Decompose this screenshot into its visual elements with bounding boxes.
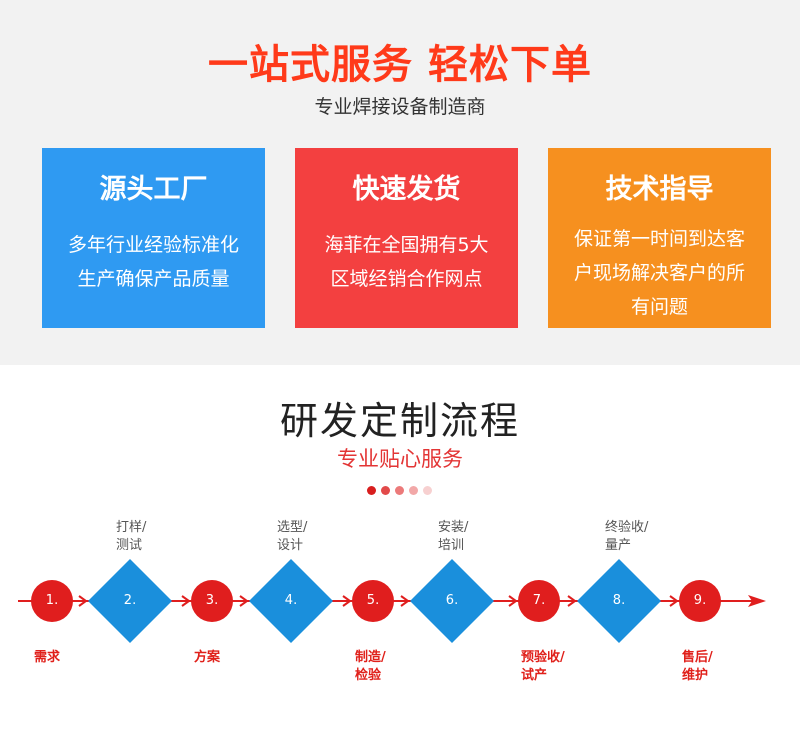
dot	[381, 486, 390, 495]
step-label-line: 检验	[355, 668, 382, 683]
step-diamond	[88, 559, 172, 643]
arrow-head-icon	[748, 595, 766, 607]
step-label-line: 制造/	[355, 650, 386, 665]
card-line: 海菲在全国拥有5大	[324, 234, 489, 256]
step-circle	[31, 580, 73, 622]
step-number: 9.	[693, 593, 707, 608]
feature-card-tech-support: 技术指导 保证第一时间到达客 户现场解决客户的所 有问题	[548, 148, 771, 328]
step-label-line: 需求	[34, 650, 61, 665]
step-label: 售后/维护	[682, 649, 713, 685]
step-diamond	[249, 559, 333, 643]
step-label-line: 终验收/	[605, 520, 649, 535]
step-circle	[191, 580, 233, 622]
card-line: 户现场解决客户的所	[573, 262, 745, 284]
page-subtitle: 专业焊接设备制造商	[314, 96, 486, 118]
card-text: 海菲在全国拥有5大 区域经销合作网点	[295, 228, 518, 296]
chevron-right-icon	[78, 595, 88, 607]
dot	[423, 486, 432, 495]
step-label-line: 培训	[438, 538, 465, 553]
step-label-line: 试产	[521, 668, 548, 683]
feature-card-shipping: 快速发货 海菲在全国拥有5大 区域经销合作网点	[295, 148, 518, 328]
card-title: 快速发货	[352, 174, 461, 205]
step-label: 制造/检验	[355, 649, 386, 685]
step-label-line: 测试	[116, 538, 143, 553]
step-circle	[518, 580, 560, 622]
chevron-right-icon	[342, 595, 352, 607]
step-label-line: 打样/	[116, 520, 147, 535]
step-label: 终验收/量产	[605, 519, 648, 555]
step-number: 5.	[366, 593, 380, 608]
step-number: 8.	[612, 593, 626, 608]
card-text: 多年行业经验标准化 生产确保产品质量	[42, 228, 265, 296]
chevron-right-icon	[508, 595, 518, 607]
step-number: 1.	[45, 593, 59, 608]
step-label-line: 设计	[277, 538, 304, 553]
step-number: 3.	[205, 593, 219, 608]
process-title: 研发定制流程	[279, 399, 520, 443]
card-line: 保证第一时间到达客	[573, 228, 745, 250]
step-number: 6.	[445, 593, 459, 608]
step-label-line: 售后/	[682, 650, 713, 665]
dot	[409, 486, 418, 495]
step-label: 预验收/试产	[521, 649, 565, 685]
chevron-right-icon	[239, 595, 249, 607]
step-label: 需求	[34, 649, 60, 667]
card-line: 区域经销合作网点	[330, 268, 483, 290]
card-title: 技术指导	[605, 174, 714, 205]
step-circle	[352, 580, 394, 622]
step-label-line: 选型/	[277, 520, 308, 535]
card-title: 源头工厂	[99, 174, 208, 205]
step-circle	[679, 580, 721, 622]
step-label-line: 方案	[194, 650, 221, 665]
dot	[395, 486, 404, 495]
step-number: 4.	[284, 593, 298, 608]
page-title: 一站式服务 轻松下单	[208, 42, 592, 88]
dot	[367, 486, 376, 495]
step-number: 2.	[123, 593, 137, 608]
step-diamond	[577, 559, 661, 643]
card-line: 多年行业经验标准化	[67, 234, 239, 256]
chevron-right-icon	[400, 595, 410, 607]
chevron-right-icon	[181, 595, 191, 607]
step-diamond	[410, 559, 494, 643]
card-line: 生产确保产品质量	[77, 268, 230, 290]
feature-card-factory: 源头工厂 多年行业经验标准化 生产确保产品质量	[42, 148, 265, 328]
step-label-line: 安装/	[438, 520, 469, 535]
step-label-line: 维护	[682, 668, 709, 683]
step-label: 方案	[194, 649, 220, 667]
step-label-line: 预验收/	[521, 650, 565, 665]
step-label-line: 量产	[605, 538, 632, 553]
process-flow-graphic	[18, 559, 766, 643]
process-flow: 1. 需求 2. 打样/测试 3. 方案 4. 选型/设计 5. 制造/检验 6. 安装/培训 7. 预验…	[0, 520, 800, 735]
process-subtitle: 专业贴心服务	[337, 447, 463, 471]
step-label: 安装/培训	[438, 519, 468, 555]
chevron-right-icon	[567, 595, 577, 607]
chevron-right-icon	[669, 595, 679, 607]
card-line: 有问题	[630, 296, 688, 318]
top-section: 一站式服务 轻松下单 专业焊接设备制造商 源头工厂 多年行业经验标准化 生产确保…	[0, 0, 800, 365]
step-label: 选型/设计	[277, 519, 307, 555]
step-number: 7.	[532, 593, 546, 608]
card-text: 保证第一时间到达客 户现场解决客户的所 有问题	[548, 222, 771, 324]
step-label: 打样/测试	[116, 519, 146, 555]
